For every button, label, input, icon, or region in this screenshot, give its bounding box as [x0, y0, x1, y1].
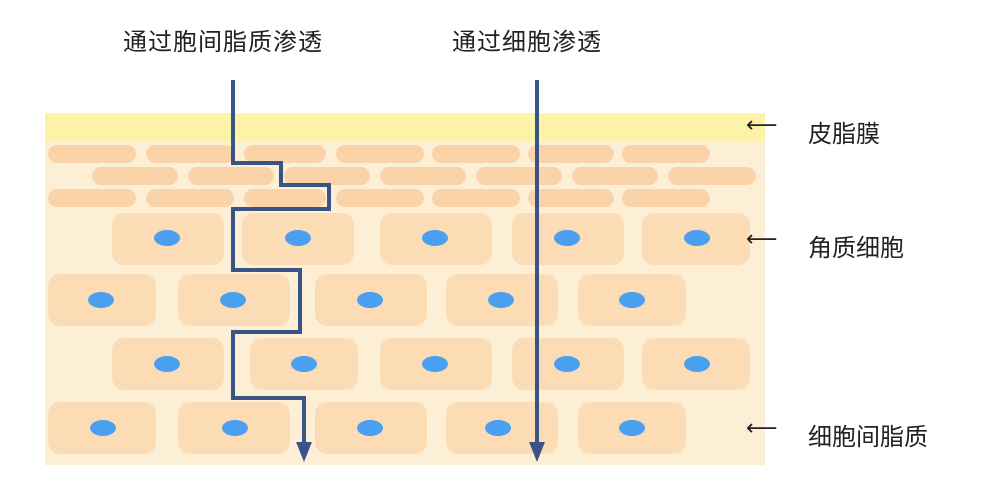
- nucleus: [422, 230, 448, 246]
- corneocyte-row-1: [112, 213, 750, 265]
- intercellular-path-line: [231, 80, 331, 445]
- intercellular-path-arrowhead: [296, 442, 312, 462]
- transcellular-path-label: 通过细胞渗透: [452, 28, 602, 56]
- flattened-cell-rows: [48, 145, 756, 207]
- nucleus: [154, 356, 180, 372]
- nucleus: [488, 292, 514, 308]
- corneocyte-row-3: [112, 338, 750, 390]
- nucleus: [554, 356, 580, 372]
- corneocyte-label: 角质细胞: [808, 234, 904, 262]
- nucleus: [357, 292, 383, 308]
- nucleus: [422, 356, 448, 372]
- intercellular-lipid-label: 细胞间脂质: [808, 423, 928, 451]
- nucleus: [357, 420, 383, 436]
- nucleus: [619, 420, 645, 436]
- sebum-film-label: 皮脂膜: [808, 120, 880, 148]
- sebum-film: [45, 113, 765, 141]
- nucleus: [554, 230, 580, 246]
- corneocyte-row-4: [48, 402, 686, 454]
- intercellular-path-label: 通过胞间脂质渗透: [123, 28, 323, 56]
- transcellular-path-arrowhead: [529, 442, 545, 462]
- nucleus: [220, 292, 246, 308]
- lipid-pointer-arrow-icon: ⟵: [746, 416, 778, 441]
- sebum-pointer-arrow-icon: ⟵: [746, 113, 778, 138]
- nucleus: [684, 356, 710, 372]
- corneocyte-row-2: [48, 274, 686, 326]
- nucleus: [619, 292, 645, 308]
- nucleus: [88, 292, 114, 308]
- nucleus: [485, 420, 511, 436]
- nucleus: [154, 230, 180, 246]
- nucleus: [285, 230, 311, 246]
- nucleus: [222, 420, 248, 436]
- nucleus: [684, 230, 710, 246]
- nucleus: [90, 420, 116, 436]
- corneocyte-pointer-arrow-icon: ⟵: [746, 227, 778, 252]
- nucleus: [291, 356, 317, 372]
